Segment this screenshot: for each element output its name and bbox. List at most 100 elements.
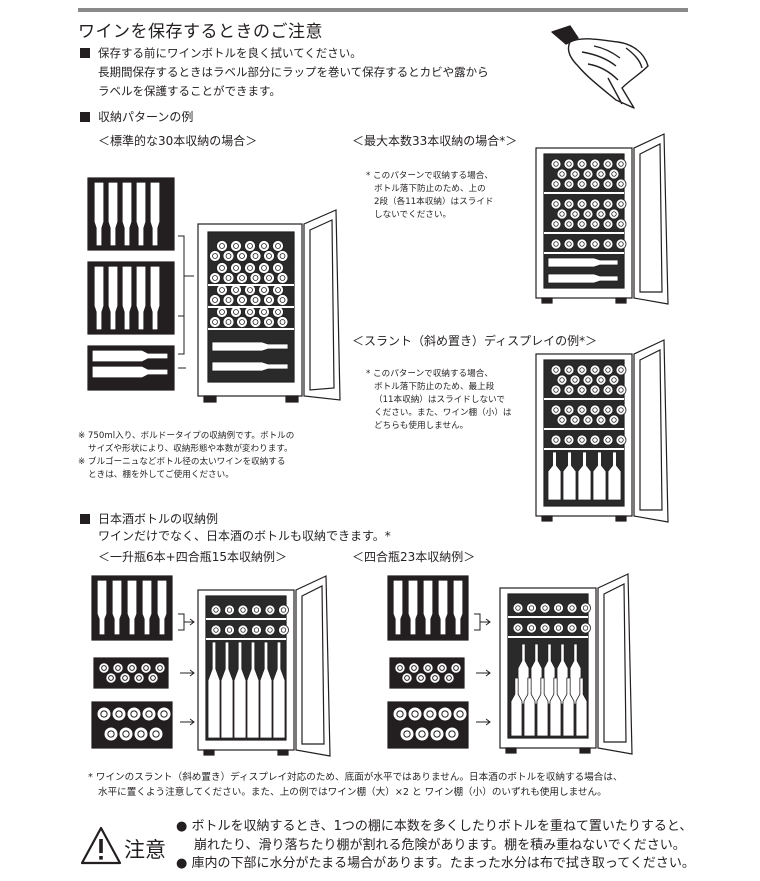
bottle-neck: [240, 607, 246, 613]
bottle-neck: [213, 627, 219, 633]
bottle-neck: [397, 665, 403, 671]
bottle-neck: [605, 437, 611, 443]
max-note-3: 2段（各11本収納）はスライド: [374, 197, 494, 207]
bottle-end: [576, 158, 588, 170]
sake-caption-1: ＜一升瓶6本+四合瓶15本収納例＞: [98, 550, 287, 564]
bottle-end: [550, 404, 562, 416]
bottle-neck: [618, 367, 624, 373]
bottle-neck: [605, 161, 611, 167]
bottle-neck: [439, 665, 445, 671]
sake1-fridge-illustration: [197, 575, 331, 757]
page-title: ワインを保存するときのご注意: [78, 22, 323, 42]
bottle-end: [216, 262, 228, 274]
bottle-neck: [579, 201, 585, 207]
max-note-2: ボトル落下防止のため、上の: [374, 184, 486, 194]
bottle-end: [133, 672, 145, 684]
bottle-neck: [559, 417, 565, 423]
bottle-neck: [275, 287, 281, 293]
bottle-neck: [226, 607, 233, 613]
caution-text: ● ボトルを収納するとき、1つの棚に本数を多くしたりボトルを重ねて置いたりすると…: [176, 818, 756, 874]
bottle-end: [553, 622, 564, 634]
bottle-end: [126, 662, 138, 674]
bullet-square-icon: [80, 514, 90, 524]
bottle-end: [563, 384, 575, 396]
bottle-end: [258, 240, 270, 252]
bottle-neck: [579, 387, 585, 393]
lying-bottle: [211, 341, 289, 352]
bottle-neck: [115, 710, 123, 718]
bottle-end: [126, 706, 142, 722]
bottle-end: [512, 622, 524, 634]
bottle-end: [556, 208, 568, 220]
bottle-end: [526, 622, 537, 634]
lying-bottle: [211, 361, 289, 372]
bottle-neck: [396, 710, 404, 718]
max-note-1: * このパターンで収納する場合、: [366, 171, 493, 181]
sake-bottle: [549, 677, 562, 737]
bottle-end: [512, 602, 524, 614]
bottle-neck: [566, 201, 572, 207]
caution-line-2: 崩れたり、滑り落ちたり棚が割れる危険があります。棚を積み重ねないでください。: [194, 837, 686, 853]
bottle-neck: [448, 730, 456, 738]
bottle-neck: [618, 407, 624, 413]
standard-note-1: ※ 750ml入り、ボルドータイプの収納例です。ボトルの: [78, 431, 295, 441]
bottle-end: [443, 672, 455, 684]
bottle-end: [408, 662, 420, 674]
bottle-end: [209, 272, 221, 284]
bottle-neck: [157, 665, 163, 671]
slant-note-4: ください。また、ワイン棚（小）は: [374, 408, 512, 418]
bottle-end: [237, 604, 249, 616]
bottle-neck: [598, 377, 604, 383]
bottle-end: [98, 662, 110, 674]
bottle-end: [209, 250, 221, 262]
bottle-neck: [453, 665, 459, 671]
bottle-end: [154, 662, 166, 674]
bottle-neck: [559, 211, 565, 217]
bottle-neck: [107, 730, 115, 738]
bottle-end: [276, 272, 289, 284]
bottle-end: [224, 604, 235, 616]
bottle-neck: [247, 309, 253, 315]
bottle-neck: [433, 730, 441, 738]
bottle-neck: [569, 625, 575, 631]
bottle-end: [550, 218, 562, 230]
standard-note-2: サイズや形状により、収納形態や本数が変わります。: [88, 444, 293, 454]
sake-bottle: [575, 677, 588, 737]
bottle-neck: [592, 201, 598, 207]
bottle-neck: [553, 367, 559, 373]
bottle-end: [263, 272, 275, 284]
bottle-end: [550, 384, 562, 396]
bottle-neck: [515, 605, 521, 611]
bottle-neck: [605, 201, 611, 207]
bottle-end: [576, 384, 588, 396]
bottle-neck: [261, 265, 267, 271]
bottle-neck: [404, 675, 410, 681]
bottle-end: [244, 284, 256, 296]
bottle-neck: [605, 241, 611, 247]
bottle-neck: [566, 221, 572, 227]
bottle-end: [230, 284, 242, 296]
bottle-end: [589, 404, 601, 416]
bottle-end: [576, 178, 588, 190]
bottle-neck: [279, 319, 286, 325]
bottle-neck: [566, 161, 572, 167]
bottle-neck: [122, 675, 128, 681]
caution-label: 注意: [124, 838, 166, 862]
warning-triangle-icon: [80, 826, 122, 865]
sake-bottle: [233, 641, 247, 739]
bottle-neck: [252, 297, 259, 303]
bottle-neck: [579, 181, 585, 187]
shelf-line: [544, 428, 624, 430]
bottle-end: [615, 384, 627, 396]
bottle-neck: [225, 319, 232, 325]
bottle-neck: [592, 221, 598, 227]
bottle-neck: [145, 710, 153, 718]
bottle-neck: [553, 407, 559, 413]
sake-bottle: [562, 451, 577, 501]
bottle-end: [582, 208, 594, 220]
bottle-neck: [130, 710, 138, 718]
bottle-neck: [403, 730, 411, 738]
bottle-neck: [266, 275, 272, 281]
bottle-neck: [150, 675, 156, 681]
bottle-end: [230, 240, 242, 252]
